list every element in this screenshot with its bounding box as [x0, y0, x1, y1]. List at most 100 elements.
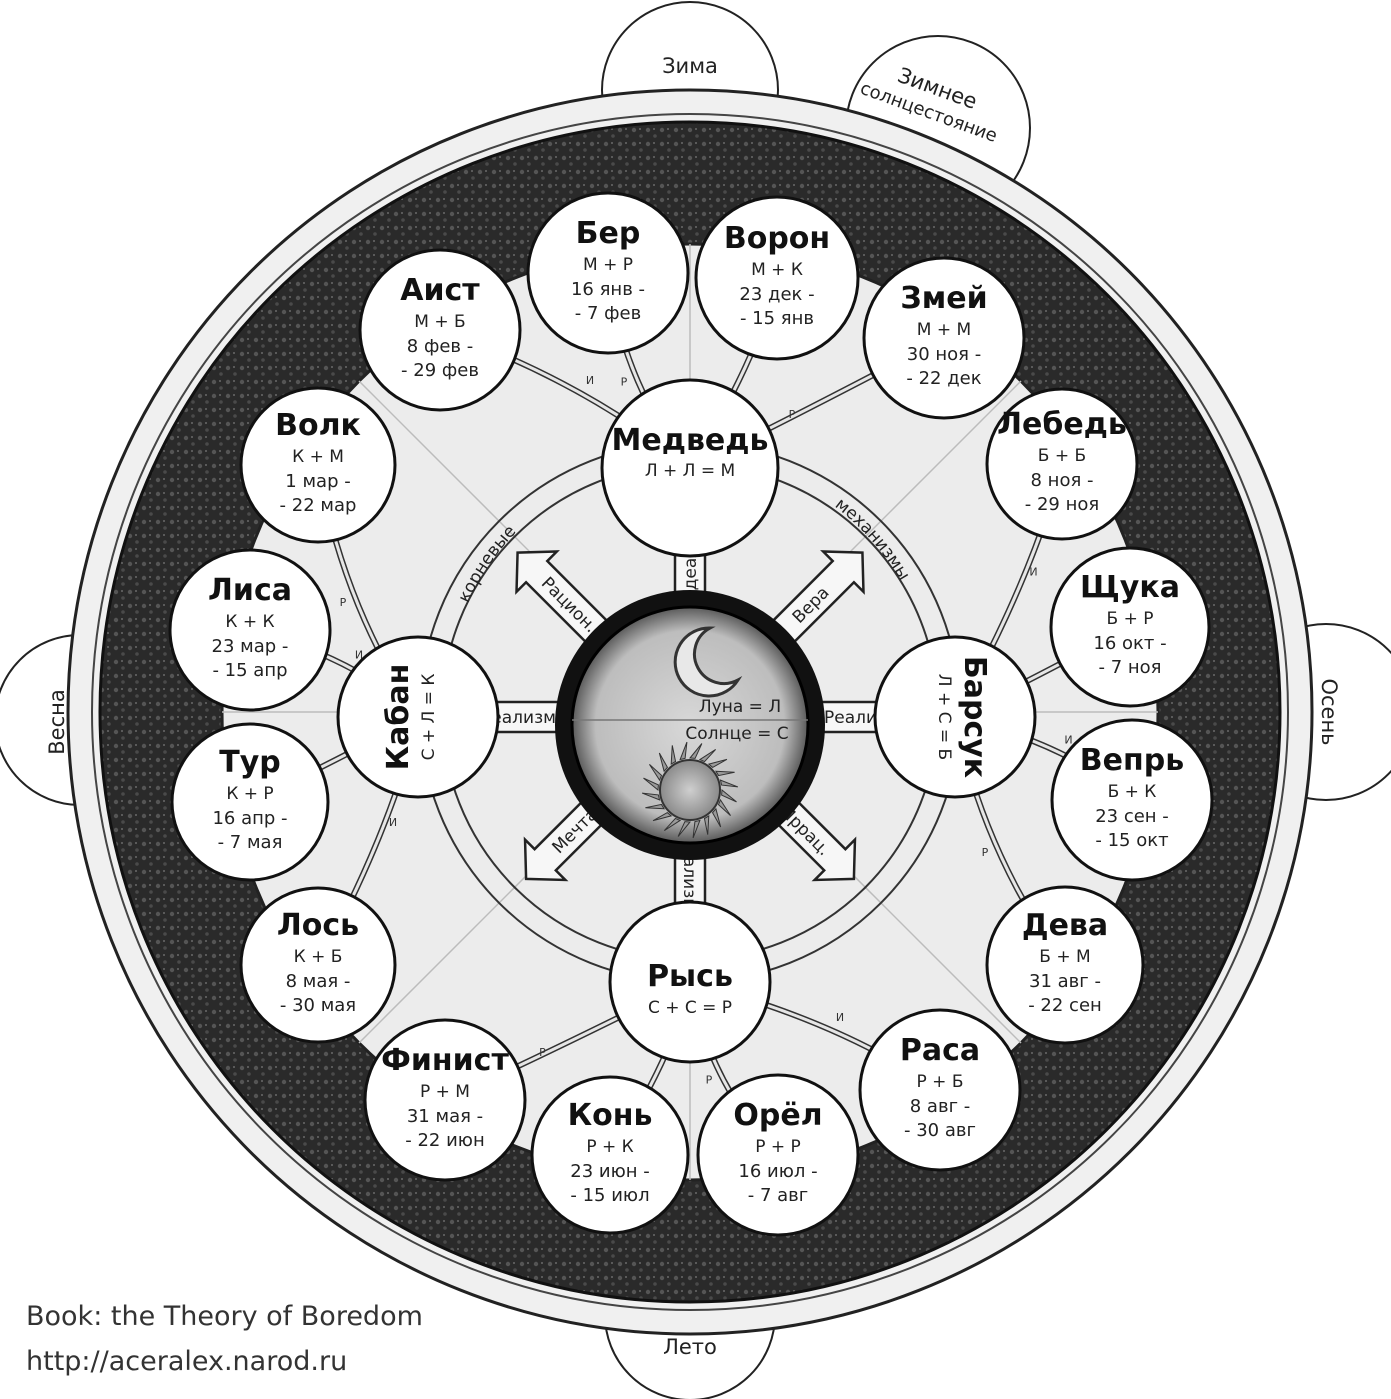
outer-sign-name: Лиса [208, 573, 292, 608]
outer-sign-date-end: - 7 ноя [1099, 657, 1162, 678]
outer-sign-date-start: 16 янв - [571, 279, 645, 300]
season-summer: Лето [663, 1335, 717, 1359]
sign-lynx-formula: С + С = Р [648, 998, 732, 1018]
branch-label: И [389, 816, 397, 829]
outer-sign-name: Ворон [724, 221, 830, 256]
outer-sign-formula: Р + Р [755, 1137, 801, 1157]
outer-sign-name: Бер [576, 216, 641, 251]
outer-sign-formula: М + К [751, 260, 803, 280]
outer-sign-name: Вепрь [1080, 743, 1184, 778]
outer-sign-date-start: 16 окт - [1093, 633, 1166, 654]
outer-sign-date-end: - 29 ноя [1025, 494, 1099, 515]
sign-boar-formula: С + Л = К [419, 674, 439, 761]
outer-sign: Аист М + Б 8 фев - - 29 фев [360, 250, 520, 410]
moon-legend: Луна = Л [699, 697, 781, 717]
credits: Book: the Theory of Boredom http://acera… [26, 1294, 423, 1384]
outer-sign-name: Щука [1080, 570, 1180, 605]
outer-sign-name: Змей [900, 281, 987, 316]
outer-sign-date-start: 8 фев - [407, 336, 473, 357]
outer-sign: Змей М + М 30 ноя - - 22 дек [864, 258, 1024, 418]
outer-sign-date-start: 23 сен - [1095, 806, 1169, 827]
outer-sign-date-end: - 29 фев [401, 360, 479, 381]
outer-sign-name: Лебедь [997, 407, 1127, 442]
outer-sign-date-end: - 22 сен [1028, 995, 1102, 1016]
sign-badger: Барсук Л + С = Б [875, 637, 1035, 797]
outer-sign-name: Аист [400, 273, 480, 308]
outer-sign-name: Орёл [733, 1098, 822, 1133]
outer-sign-name: Дева [1022, 908, 1108, 943]
outer-sign-date-end: - 15 июл [570, 1185, 649, 1206]
outer-sign: Дева Б + М 31 авг - - 22 сен [987, 887, 1143, 1043]
outer-sign-name: Конь [568, 1098, 653, 1133]
outer-sign-date-end: - 22 мар [280, 495, 357, 516]
outer-sign-date-start: 31 авг - [1029, 971, 1101, 992]
sign-badger-name: Барсук [957, 656, 992, 778]
outer-sign-formula: Р + М [420, 1082, 470, 1102]
branch-label: Р [539, 1046, 546, 1059]
outer-sign-formula: К + М [292, 447, 344, 467]
center-medallion: Луна = Л Солнце = С [555, 590, 825, 860]
outer-sign-name: Волк [275, 408, 361, 443]
outer-sign-date-start: 8 ноя - [1031, 470, 1094, 491]
outer-sign-formula: М + Б [414, 312, 465, 332]
branch-label: Р [982, 846, 989, 859]
outer-sign-formula: К + Б [294, 947, 343, 967]
sign-bear: Медведь Л + Л = М [602, 380, 778, 556]
outer-sign: ЛебедьБ + Б8 ноя -- 29 ноя [987, 389, 1137, 539]
outer-sign-formula: К + К [225, 612, 274, 632]
outer-sign-date-end: - 15 апр [212, 660, 287, 681]
season-spring: Весна [45, 689, 69, 754]
outer-sign: Ворон М + К 23 дек - - 15 янв [696, 197, 858, 359]
outer-sign-date-start: 30 ноя - [907, 344, 981, 365]
outer-sign-date-end: - 30 мая [280, 995, 356, 1016]
outer-sign-name: Раса [900, 1033, 980, 1068]
outer-sign-date-start: 23 мар - [212, 636, 289, 657]
branch-label: Р [621, 376, 628, 389]
credits-book: Book: the Theory of Boredom [26, 1294, 423, 1339]
outer-sign: Конь Р + К 23 июн - - 15 июл [532, 1077, 688, 1233]
outer-sign-name: Финист [381, 1043, 509, 1078]
outer-sign-formula: М + М [917, 320, 971, 340]
outer-sign-date-start: 23 дек - [739, 284, 814, 305]
outer-sign-formula: М + Р [583, 255, 633, 275]
branch-label: И [586, 374, 594, 387]
outer-sign: ТурК + Р16 апр -- 7 мая [172, 724, 328, 880]
outer-sign: Щука Б + Р 16 окт - - 7 ноя [1051, 548, 1209, 706]
sign-bear-name: Медведь [612, 423, 769, 458]
branch-label: Р [706, 1074, 713, 1087]
outer-sign-date-start: 23 июн - [570, 1161, 649, 1182]
credits-url[interactable]: http://aceralex.narod.ru [26, 1339, 423, 1384]
season-autumn: Осень [1317, 678, 1341, 745]
outer-sign-date-end: - 7 мая [218, 832, 283, 853]
branch-label: И [836, 1011, 844, 1024]
sun-legend: Солнце = С [685, 724, 788, 744]
outer-sign-formula: Б + М [1039, 947, 1090, 967]
outer-sign-date-end: - 22 дек [906, 368, 981, 389]
outer-sign: Лиса К + К 23 мар - - 15 апр [170, 550, 330, 710]
sign-badger-formula: Л + С = Б [934, 674, 954, 760]
outer-sign-formula: Б + Р [1107, 609, 1154, 629]
outer-sign-formula: Б + К [1108, 782, 1157, 802]
outer-sign-date-start: 8 мая - [286, 971, 351, 992]
sign-lynx: Рысь С + С = Р [610, 902, 770, 1062]
outer-sign: Лось К + Б 8 мая - - 30 мая [241, 888, 395, 1042]
outer-sign-name: Тур [219, 745, 281, 780]
outer-sign-date-start: 16 июл - [738, 1161, 817, 1182]
branch-label: И [1029, 566, 1037, 579]
branch-label: Р [789, 408, 796, 421]
outer-sign-date-end: - 15 янв [740, 308, 814, 329]
outer-sign-date-start: 1 мар - [285, 471, 350, 492]
branch-label: Р [340, 596, 347, 609]
outer-sign-formula: К + Р [226, 784, 273, 804]
outer-sign: ФинистР + М31 мая -- 22 июн [365, 1020, 525, 1180]
outer-sign-date-end: - 22 июн [405, 1130, 484, 1151]
outer-sign-formula: Р + К [586, 1137, 633, 1157]
outer-sign-formula: Р + Б [917, 1072, 964, 1092]
outer-sign-date-end: - 30 авг [904, 1120, 976, 1141]
outer-sign-name: Лось [277, 908, 359, 943]
